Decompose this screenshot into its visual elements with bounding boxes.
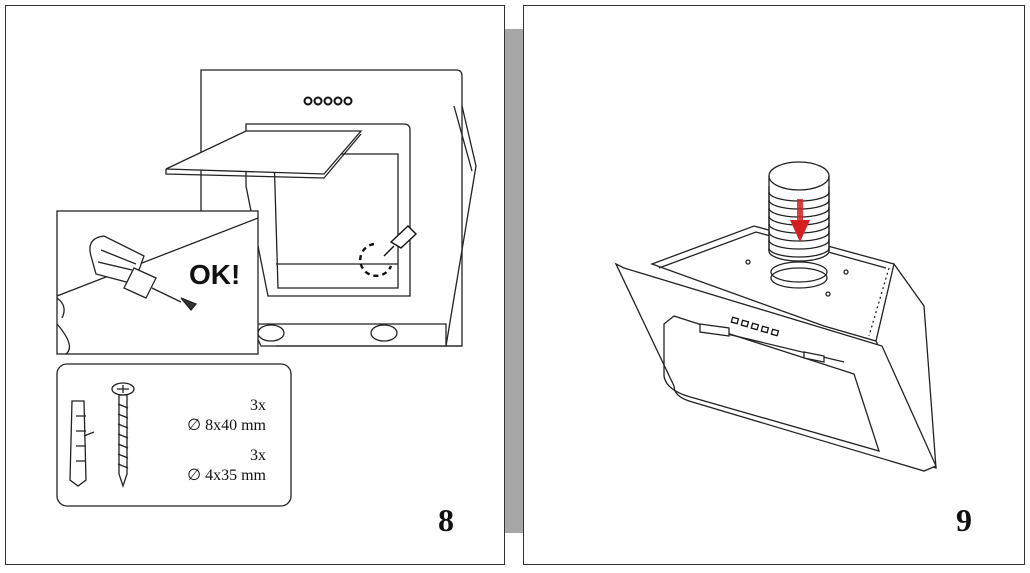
hood-inner-opening [245, 123, 411, 297]
instruction-panel-step-8: OK! 3x ∅ 8x40 mm 3x ∅ 4x35 mm 8 [5, 5, 505, 565]
chimney-mounting-illustration [614, 161, 937, 472]
screw-detail-inset: OK! [56, 210, 259, 355]
arrow-down-icon [790, 199, 810, 242]
hood-top-plate [650, 225, 895, 342]
part-quantity-plug: 3x [250, 397, 266, 414]
parts-box: 3x ∅ 8x40 mm 3x ∅ 4x35 mm [56, 363, 292, 507]
part-quantity-screw: 3x [250, 447, 266, 464]
hood-mounting-illustration: OK! 3x ∅ 8x40 mm 3x ∅ 4x35 mm [56, 69, 477, 507]
step-number: 8 [438, 502, 454, 538]
step-number: 9 [956, 502, 972, 538]
part-spec-screw: ∅ 4x35 mm [187, 467, 266, 484]
control-buttons-icon [303, 96, 353, 106]
instruction-panel-step-9: 9 [523, 5, 1025, 565]
hood-front-glass [614, 262, 937, 472]
page-gutter [505, 29, 523, 533]
screwdriver-small-icon [359, 225, 418, 278]
wall-plug-icon [69, 400, 95, 487]
control-buttons-icon [730, 316, 780, 337]
part-spec-plug: ∅ 8x40 mm [187, 417, 266, 434]
ok-label: OK! [189, 259, 240, 290]
glass-panel-lifted [165, 130, 363, 175]
screw-icon [111, 382, 135, 489]
